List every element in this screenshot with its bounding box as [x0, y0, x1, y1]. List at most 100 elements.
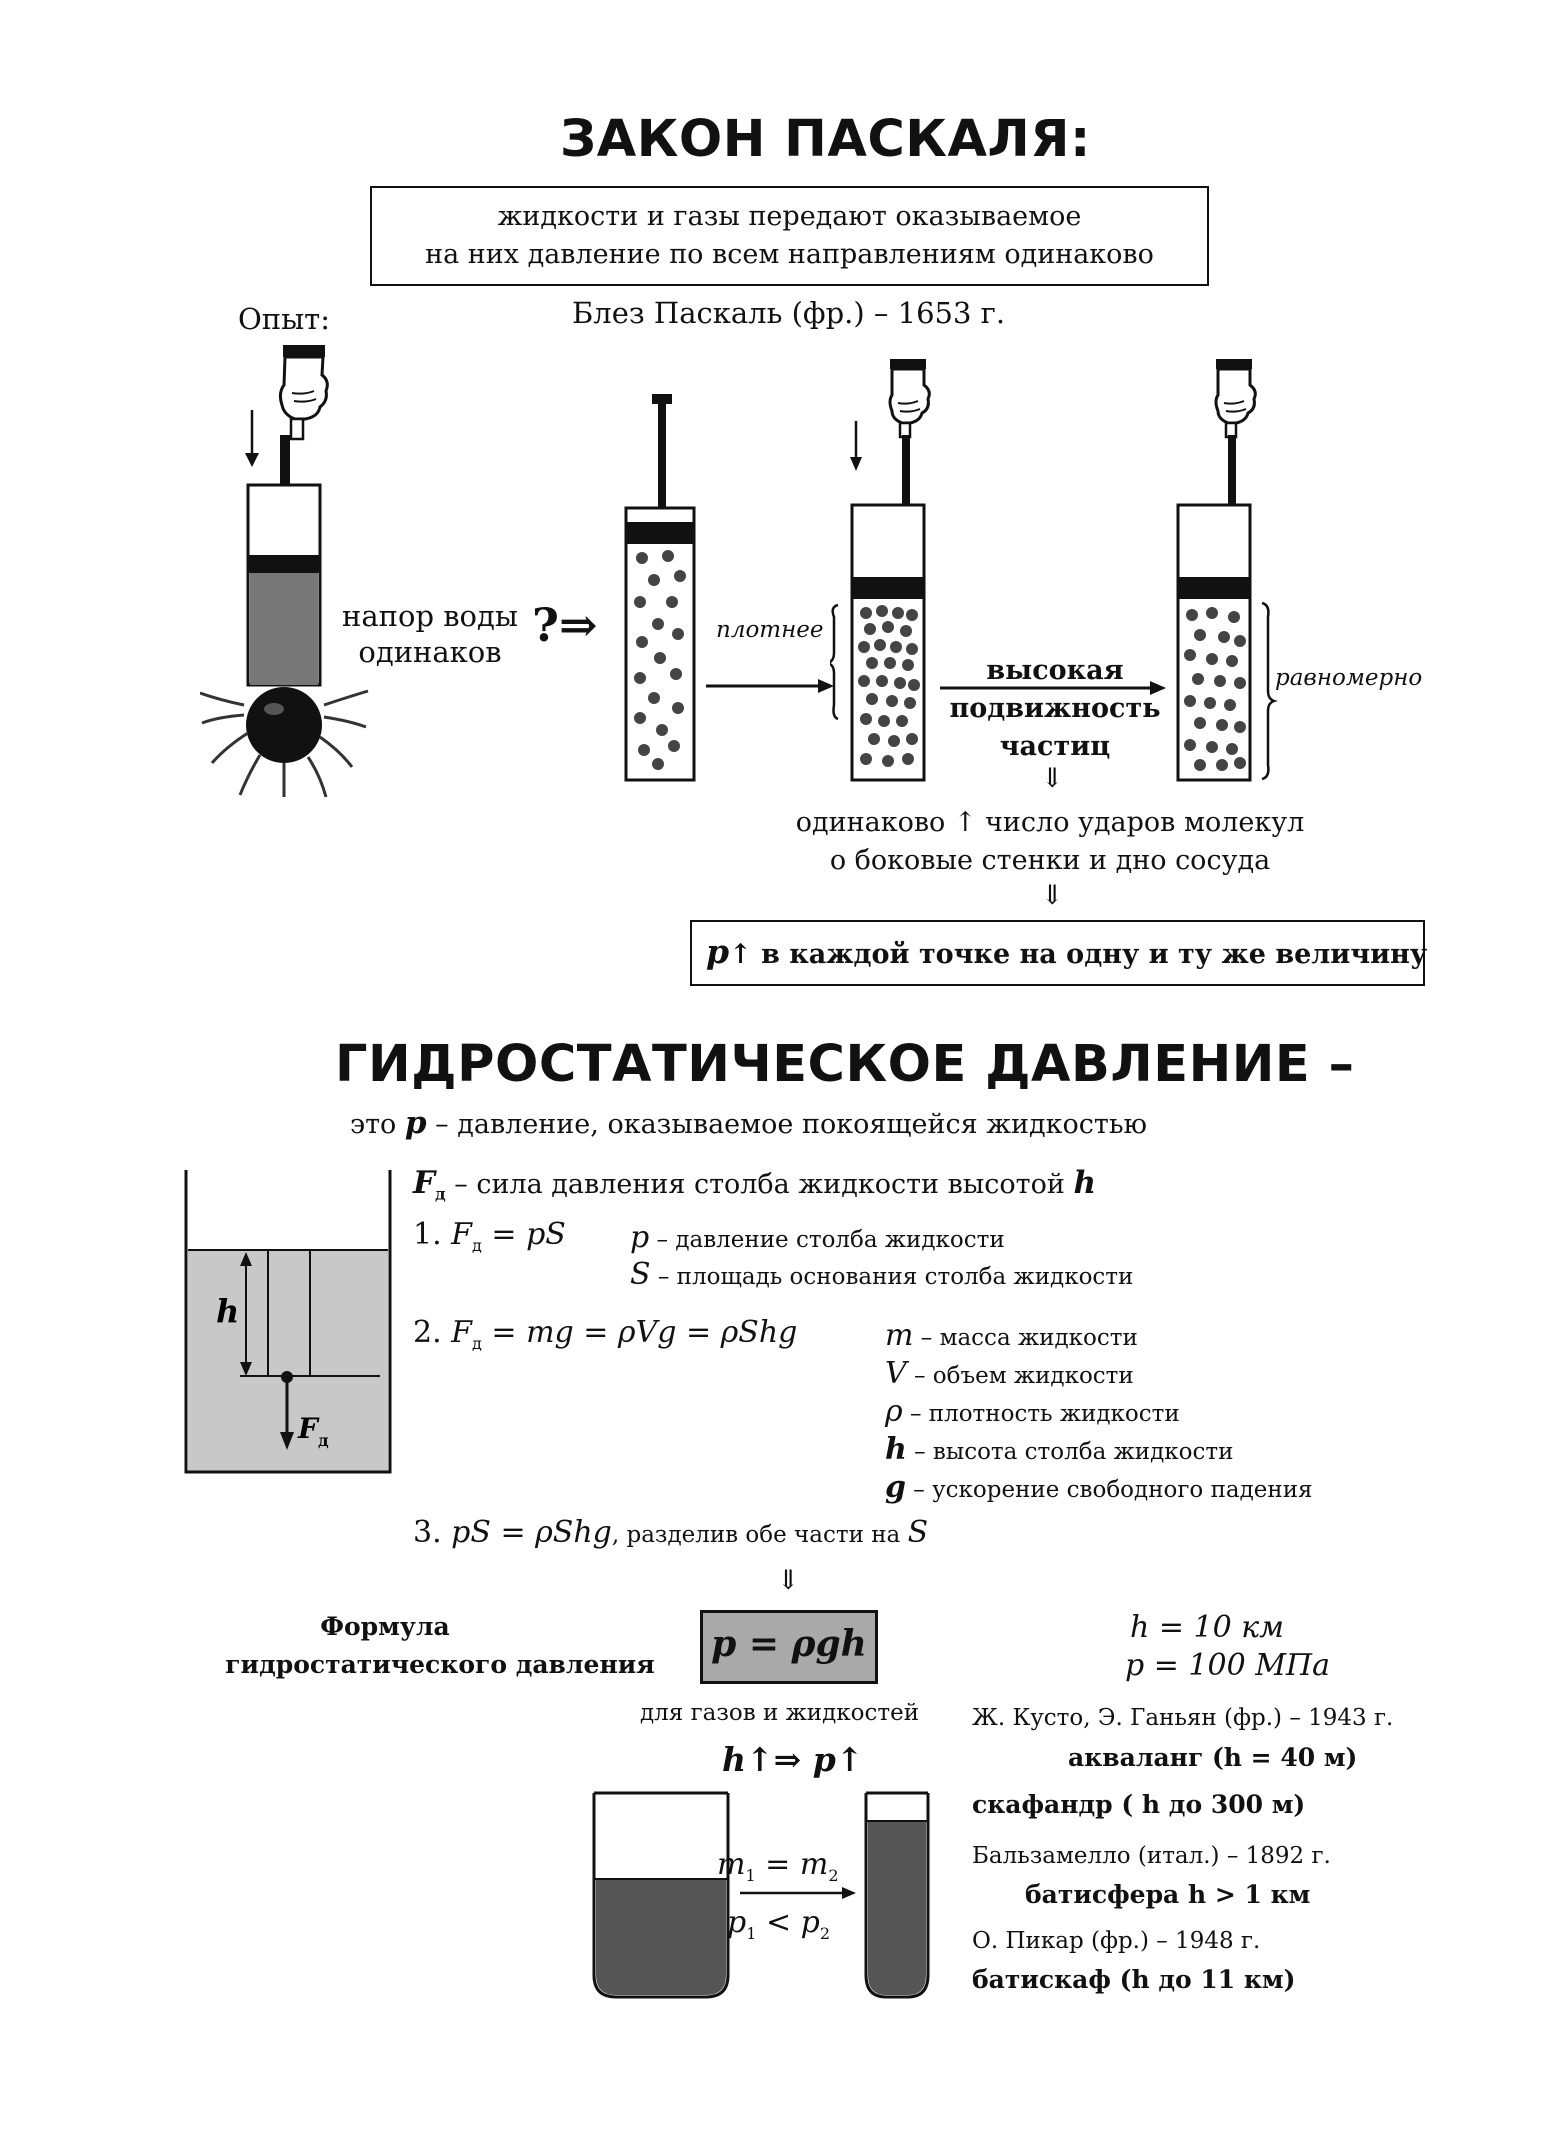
hydro-title: ГИДРОСТАТИЧЕСКОЕ ДАВЛЕНИЕ – [335, 1035, 1355, 1094]
legend-item: h – высота столба жидкости [885, 1432, 1313, 1470]
legend-desc: – ускорение свободного падения [905, 1477, 1313, 1503]
legend-item: ρ – плотность жидкости [885, 1394, 1313, 1432]
press-p1: p [727, 1905, 747, 1940]
legend-sym: V [885, 1356, 907, 1391]
pressure-inequality: p1 < p2 [727, 1905, 830, 1943]
pascal-title: ЗАКОН ПАСКАЛЯ: [560, 110, 1091, 169]
hydro-subtitle-post: – давление, оказываемое покоящейся жидко… [426, 1109, 1148, 1140]
history-7: батискаф (h до 11 км) [972, 1965, 1296, 1994]
impacts-line2: о боковые стенки и дно сосуда [829, 845, 1271, 876]
gases-liquids-label: для газов и жидкостей [640, 1700, 920, 1726]
eq2-sub: д [472, 1334, 482, 1353]
legend-desc: – высота столба жидкости [906, 1439, 1234, 1465]
legend-desc: – объем жидкости [906, 1363, 1134, 1389]
water-pressure-label: напор воды одинаков [330, 598, 530, 670]
press-lt: < [756, 1905, 801, 1940]
hydro-subtitle-p: p [404, 1105, 427, 1141]
equation-2: 2. Fд = mg = ρVg = ρShg [413, 1315, 797, 1353]
result-p: p [706, 932, 730, 971]
impacts-label: одинаково ↑ число ударов молекул о боков… [760, 804, 1340, 880]
press-sub2: 2 [819, 1924, 831, 1943]
syringe-pressed-dense [830, 359, 931, 782]
history-5: батисфера h > 1 км [1025, 1880, 1311, 1909]
experiment-label: Опыт: [238, 302, 330, 336]
eq3-formula: pS = ρShg [451, 1515, 612, 1550]
eq1-rhs: = pS [481, 1217, 566, 1252]
arrow-right-1 [706, 679, 834, 693]
arrow-down-1: ⇓ [1041, 763, 1064, 794]
mass-m1: m [717, 1847, 746, 1882]
eq3-S: S [907, 1515, 929, 1550]
mass-sub2: 2 [828, 1866, 839, 1885]
eq1-p-sym: p [630, 1220, 650, 1255]
eq2-rhs: = mg = ρVg = ρShg [481, 1315, 798, 1350]
uniformly-label: равномерно [1275, 665, 1423, 691]
history-3: скафандр ( h до 300 м) [972, 1790, 1306, 1819]
pascal-author: Блез Паскаль (фр.) – 1653 г. [572, 296, 1006, 330]
diagram-F-sub: д [318, 1431, 329, 1450]
force-def-h: h [1073, 1165, 1096, 1201]
result-arrow: ↑ [729, 939, 752, 970]
hydrostatic-formula: p = ρgh [700, 1610, 878, 1684]
pascal-result-box: p↑ в каждой точке на одну и ту же величи… [690, 920, 1428, 986]
mobility-line1: высокая [986, 655, 1124, 686]
arrow-down-3: ⇓ [777, 1565, 800, 1596]
eq1-F: F [451, 1217, 472, 1252]
legend-item: V – объем жидкости [885, 1356, 1313, 1394]
force-definition: Fд – сила давления столба жидкости высот… [413, 1165, 1096, 1203]
eq1-num: 1. [413, 1217, 452, 1252]
question-arrow: ?⇒ [532, 598, 598, 652]
mobility-line2: подвижность [949, 693, 1161, 724]
tubes-comparison [592, 1791, 930, 1999]
hydro-subtitle-pre: это [350, 1109, 405, 1140]
finger-pressing-icon [278, 345, 329, 441]
legend-desc: – плотность жидкости [902, 1401, 1180, 1427]
eq1-legend-p: p – давление столба жидкости [630, 1220, 1005, 1255]
eq1-p-desc: – давление столба жидкости [649, 1227, 1005, 1253]
water-pressure-line1: напор воды [342, 599, 518, 633]
history-4: Бальзамелло (итал.) – 1892 г. [972, 1843, 1331, 1869]
pascal-law-box: жидкости и газы передают оказываемое на … [370, 186, 1209, 286]
press-p2: p [800, 1905, 820, 1940]
legend-sym: m [885, 1318, 914, 1353]
eq1-sub: д [472, 1236, 482, 1255]
impacts-line1: одинаково ↑ число ударов молекул [795, 807, 1305, 838]
mobility-label: высокая подвижность частиц [945, 652, 1165, 766]
formula-label: Формула гидростатического давления [195, 1608, 685, 1684]
eq2-F: F [451, 1315, 472, 1350]
water-pressure-line2: одинаков [358, 635, 502, 669]
mass-equality: m1 = m2 [717, 1847, 839, 1885]
force-def-sub: д [435, 1184, 446, 1204]
mass-sub1: 1 [745, 1866, 756, 1885]
formula-label-line2: гидростатического давления [225, 1650, 655, 1679]
press-sub1: 1 [746, 1924, 757, 1943]
legend-sym: g [885, 1470, 906, 1505]
syringe-ball-illustration [200, 345, 369, 798]
denser-label: плотнее [716, 617, 824, 643]
legend-list: m – масса жидкости V – объем жидкости ρ … [885, 1318, 1313, 1508]
pascal-law-line1: жидкости и газы передают оказываемое [497, 201, 1082, 232]
syringe-pressed-uniform [1176, 359, 1278, 782]
equation-3: 3. pS = ρShg, разделив обе части на S [413, 1515, 928, 1550]
eq1-legend-S: S – площадь основания столба жидкости [630, 1257, 1133, 1292]
diagram-h-label: h [216, 1292, 239, 1330]
legend-sym: ρ [885, 1394, 903, 1429]
arrow-right-2 [940, 681, 1166, 695]
vessel-diagram: h F д [184, 1170, 392, 1474]
legend-desc: – масса жидкости [913, 1325, 1138, 1351]
syringe-rest [624, 394, 696, 782]
eq3-text: , разделив обе части на [611, 1522, 908, 1548]
example-p: p = 100 МПа [1125, 1648, 1330, 1683]
eq1-S-desc: – площадь основания столба жидкости [650, 1264, 1134, 1290]
arrow-down-2: ⇓ [1041, 880, 1064, 911]
example-h: h = 10 км [1130, 1610, 1285, 1645]
legend-sym: h [885, 1432, 907, 1467]
mass-m2: m [799, 1847, 829, 1882]
hydro-subtitle: это p – давление, оказываемое покоящейся… [350, 1105, 1147, 1141]
pascal-law-line2: на них давление по всем направлениям оди… [425, 239, 1154, 270]
result-text: в каждой точке на одну и ту же величину [751, 939, 1428, 970]
mobility-line3: частиц [999, 731, 1111, 762]
diagram-F-label: F [297, 1412, 320, 1445]
h-up-p-up: h↑⇒ p↑ [722, 1740, 864, 1779]
history-2: акваланг (h = 40 м) [1068, 1743, 1358, 1772]
